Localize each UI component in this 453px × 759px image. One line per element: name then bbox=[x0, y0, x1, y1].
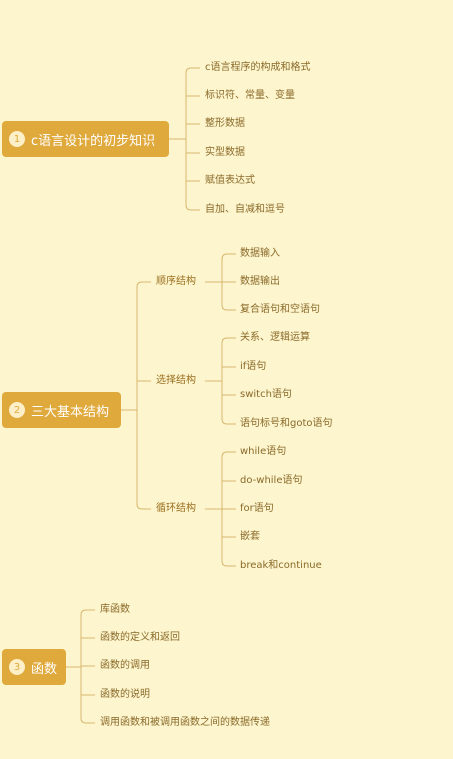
topic-2-loop-leaf-2[interactable]: do-while语句 bbox=[240, 475, 303, 486]
topic-3-leaf-2[interactable]: 函数的定义和返回 bbox=[100, 632, 180, 643]
topic-3-title: 函数 bbox=[31, 661, 58, 677]
topic-1-leaf-4[interactable]: 实型数据 bbox=[205, 147, 245, 158]
topic-2-loop-connector bbox=[205, 451, 236, 567]
topic-1-connector bbox=[169, 67, 200, 211]
topic-3-leaf-5[interactable]: 调用函数和被调用函数之间的数据传递 bbox=[100, 717, 270, 728]
topic-2-sequence-connector bbox=[205, 253, 236, 311]
topic-3-number-badge: 3 bbox=[9, 659, 25, 675]
topic-3-leaf-1[interactable]: 库函数 bbox=[100, 604, 130, 615]
topic-1-number-badge: 1 bbox=[9, 131, 25, 147]
topic-2-loop-leaf-1[interactable]: while语句 bbox=[240, 446, 287, 457]
topic-3-leaf-3[interactable]: 函数的调用 bbox=[100, 660, 150, 671]
topic-2-number-badge: 2 bbox=[9, 402, 25, 418]
topic-1-root-node[interactable]: 1 c语言设计的初步知识 bbox=[2, 121, 169, 157]
topic-2-sequence-leaf-2[interactable]: 数据输出 bbox=[240, 276, 280, 287]
topic-3-root-node[interactable]: 3 函数 bbox=[2, 649, 66, 685]
topic-2-branch-loop[interactable]: 循环结构 bbox=[156, 503, 196, 514]
topic-2-sequence-leaf-3[interactable]: 复合语句和空语句 bbox=[240, 304, 320, 315]
topic-1-leaf-5[interactable]: 赋值表达式 bbox=[205, 175, 255, 186]
topic-1-leaf-1[interactable]: c语言程序的构成和格式 bbox=[205, 62, 311, 73]
topic-2-branch-selection[interactable]: 选择结构 bbox=[156, 375, 196, 386]
topic-2-selection-connector bbox=[205, 337, 236, 425]
topic-2-loop-leaf-4[interactable]: 嵌套 bbox=[240, 531, 260, 542]
topic-1-leaf-2[interactable]: 标识符、常量、变量 bbox=[205, 90, 295, 101]
topic-2-loop-leaf-3[interactable]: for语句 bbox=[240, 503, 274, 514]
topic-2-selection-leaf-1[interactable]: 关系、逻辑运算 bbox=[240, 332, 310, 343]
topic-2-sequence-leaf-1[interactable]: 数据输入 bbox=[240, 248, 280, 259]
topic-3-leaf-4[interactable]: 函数的说明 bbox=[100, 689, 150, 700]
topic-2-connector bbox=[121, 281, 151, 510]
topic-2-title: 三大基本结构 bbox=[31, 404, 110, 420]
topic-2-selection-leaf-4[interactable]: 语句标号和goto语句 bbox=[240, 418, 333, 429]
topic-1-leaf-6[interactable]: 自加、自减和逗号 bbox=[205, 204, 285, 215]
topic-2-root-node[interactable]: 2 三大基本结构 bbox=[2, 392, 121, 428]
topic-2-selection-leaf-2[interactable]: if语句 bbox=[240, 361, 267, 372]
topic-3-connector bbox=[66, 609, 95, 724]
topic-2-selection-leaf-3[interactable]: switch语句 bbox=[240, 389, 292, 400]
topic-2-branch-sequence[interactable]: 顺序结构 bbox=[156, 276, 196, 287]
topic-1-leaf-3[interactable]: 整形数据 bbox=[205, 118, 245, 129]
topic-1-title: c语言设计的初步知识 bbox=[31, 133, 156, 149]
topic-2-loop-leaf-5[interactable]: break和continue bbox=[240, 560, 322, 571]
